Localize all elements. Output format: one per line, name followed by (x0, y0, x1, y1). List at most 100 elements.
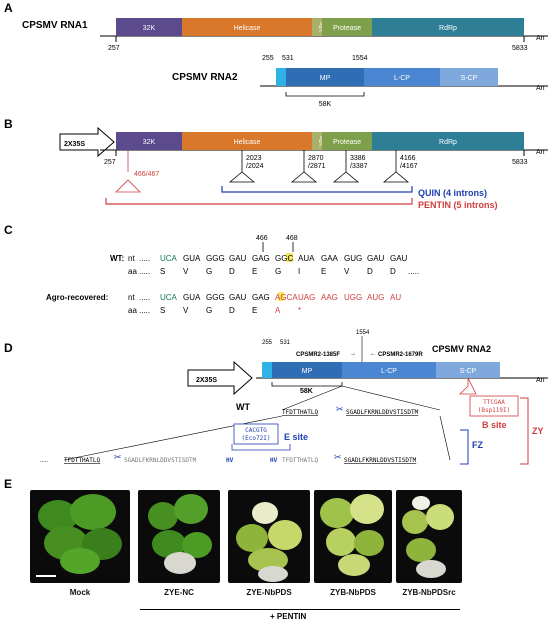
d-poly-a: An (536, 377, 545, 384)
wt-aa-7: E (321, 267, 326, 276)
rna1-helicase-domain (182, 18, 312, 36)
wt-nt-dots: ..... (139, 254, 150, 263)
d-lcp-domain (342, 362, 436, 378)
b-site-label: B site (482, 420, 507, 430)
pentin-group-line (140, 609, 460, 610)
agro-highlight-a (278, 292, 284, 301)
quin-bracket (221, 186, 413, 193)
intron-2870-triangle (290, 171, 318, 183)
rna1b-rdrp-domain (372, 132, 524, 150)
rna1-poly-a: An (536, 35, 545, 42)
agro-label: Agro-recovered: (46, 293, 108, 302)
d-zoom-line-right (341, 385, 441, 411)
plant-photo-zye-nc (138, 490, 220, 583)
wt-aa-dots-left: ..... (139, 267, 150, 276)
wt-aa-label: aa (128, 267, 137, 276)
wt-aa-0: S (160, 267, 165, 276)
agro-codon-8: UGG (344, 293, 362, 302)
plant-label-zyb-nbpdsrc: ZYB-NbPDSrc (402, 588, 456, 597)
rna2-58k-bracket (285, 92, 365, 97)
rna2-pos-531: 531 (282, 55, 294, 62)
zy-label: ZY (532, 426, 544, 436)
rna1-helicase-label: Helicase (234, 25, 261, 32)
wt-codon-6: AUA (298, 254, 315, 263)
d-wt-scissor-icon: ✂ (336, 404, 344, 414)
rna2-poly-a: An (536, 85, 545, 92)
d-pos-255: 255 (262, 340, 273, 346)
wt-aa-10: D (390, 267, 396, 276)
wt-aa-9: D (367, 267, 373, 276)
agro-codon-6: UAG (298, 293, 315, 302)
d-scp-domain (436, 362, 500, 378)
b-site-box (469, 395, 519, 417)
intron-2023-label: 2023/2024 (246, 155, 264, 170)
d-58k-label: 58K (300, 388, 313, 395)
pos-468-label: 468 (286, 235, 298, 242)
d-scp-label: S-CP (460, 368, 477, 375)
rna2-scp-label: S-CP (461, 75, 478, 82)
rna1b-poly-a: An (536, 149, 545, 156)
d-pos-531: 531 (280, 340, 291, 346)
d-zoom-line-left (281, 385, 343, 411)
d-lcp-label: L-CP (381, 368, 397, 375)
rna2-pos-255: 255 (262, 55, 274, 62)
agro-aa-label: aa (128, 306, 137, 315)
plant-label-zye-nbpds: ZYE-NbPDS (246, 588, 292, 597)
promoter-b-label: 2X35S (64, 141, 85, 148)
primer-r-arrow: ← (370, 351, 376, 357)
intron-3386-label: 3386/3387 (350, 155, 368, 170)
d-pos-1554: 1554 (356, 330, 370, 336)
rna2-lcp-domain (364, 68, 440, 86)
panel-label-d: D (4, 341, 13, 355)
agro-codon-4: GAG (252, 293, 270, 302)
rna1-vpg-domain (312, 18, 322, 36)
panel-label-e: E (4, 477, 12, 490)
wt-codon-1: GUA (183, 254, 201, 263)
wt-aa-dots-right: ..... (408, 267, 419, 276)
e-site-enzyme: (Eco72I) (242, 435, 271, 442)
rna1b-protease-domain (322, 132, 372, 150)
b-site-pointer (459, 377, 477, 395)
wt-codon-4: GAG (252, 254, 270, 263)
rna2-mp-label: MP (320, 75, 331, 82)
wt-codon-10: GAU (390, 254, 408, 263)
rna1b-32k-label: 32K (143, 139, 156, 146)
plant-label-mock: Mock (69, 588, 91, 597)
rna2-leader (276, 68, 286, 86)
fz-hv-1: HV (226, 457, 234, 464)
e-site-box (233, 423, 279, 445)
rna1-rdrp-domain (372, 18, 524, 36)
agro-codon-7: AAG (321, 293, 338, 302)
rna1b-helicase-label: Helicase (234, 139, 261, 146)
intron-2870-label: 2870/2871 (308, 155, 326, 170)
pentin-label: PENTIN (5 introns) (418, 200, 498, 210)
wt-codon-7: GAA (321, 254, 339, 263)
d-rna2-label: CPSMV RNA2 (432, 344, 491, 354)
fz-seq-mid: SGADLFKRNLDDVSTISDTM (124, 457, 197, 464)
agro-codon-0: UCA (160, 293, 178, 302)
pentin-group-label: + PENTIN (270, 612, 307, 621)
wt-aa-1: V (183, 267, 189, 276)
plant-photo-row: Mock ZYE-NC ZYE-NbPDS ZYB-NbPDS ZYB-NbPD… (0, 490, 550, 610)
agro-aa-5: A (275, 306, 281, 315)
d-58k-bracket (271, 382, 343, 387)
rna1b-32k-domain (116, 132, 182, 150)
figure-panels-a-d: A CPSMV RNA1 32K Helicase VPg Protease R… (4, 1, 548, 490)
agro-aa-dots: ..... (139, 306, 150, 315)
rna2-scp-domain (440, 68, 498, 86)
wt-highlight-g (286, 253, 293, 262)
plant-photo-zyb-nbpds (314, 490, 392, 583)
rna1-start: 257 (108, 45, 120, 52)
wt-nt-label: nt (128, 254, 135, 263)
wt-codon-3: GAU (229, 254, 247, 263)
wt-codon-5: GGC (275, 254, 293, 263)
d-mp-label: MP (302, 368, 313, 375)
primer-f-label: CPSMR2-1385F (296, 352, 340, 358)
agro-nt-dots: ..... (139, 293, 150, 302)
wt-aa-3: D (229, 267, 235, 276)
b-site-enzyme: (Bsp119I) (478, 407, 511, 414)
agro-codon-10: AU (390, 293, 401, 302)
